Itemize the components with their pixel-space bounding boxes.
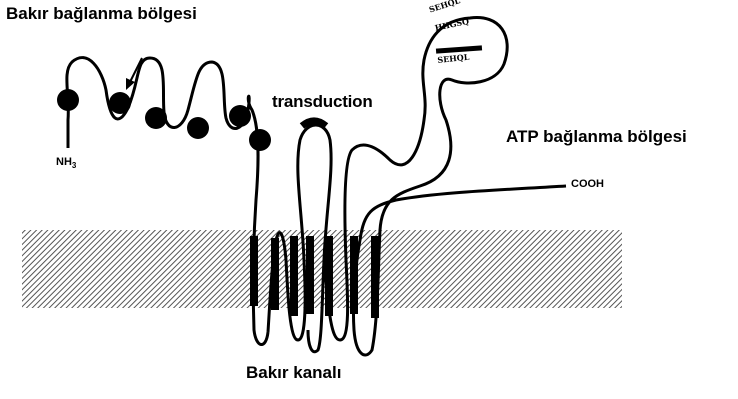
binding-site-3 [145, 107, 167, 129]
binding-site-2 [109, 92, 131, 114]
amino-terminus-subscript: 3 [72, 161, 76, 170]
tm-segment-3 [290, 236, 298, 316]
carboxy-terminus-label: COOH [571, 178, 604, 190]
tm-segment-4 [306, 236, 314, 314]
atp-binding-region-label: ATP bağlanma bölgesi [506, 127, 687, 147]
tm-segment-7 [371, 236, 379, 318]
binding-site-6 [249, 129, 271, 151]
amino-terminus-label: NH3 [56, 156, 76, 170]
tm-segment-1 [250, 236, 258, 306]
binding-site-4 [187, 117, 209, 139]
tm-segment-5 [325, 236, 333, 316]
binding-site-1 [57, 89, 79, 111]
copper-binding-region-label: Bakır bağlanma bölgesi [6, 4, 197, 24]
copper-channel-label: Bakır kanalı [246, 363, 341, 383]
transduction-label: transduction [272, 92, 373, 112]
amino-terminus-text: NH [56, 156, 72, 168]
tm-segment-2 [271, 238, 279, 310]
binding-site-5 [229, 105, 251, 127]
tm-segment-6 [350, 236, 358, 314]
